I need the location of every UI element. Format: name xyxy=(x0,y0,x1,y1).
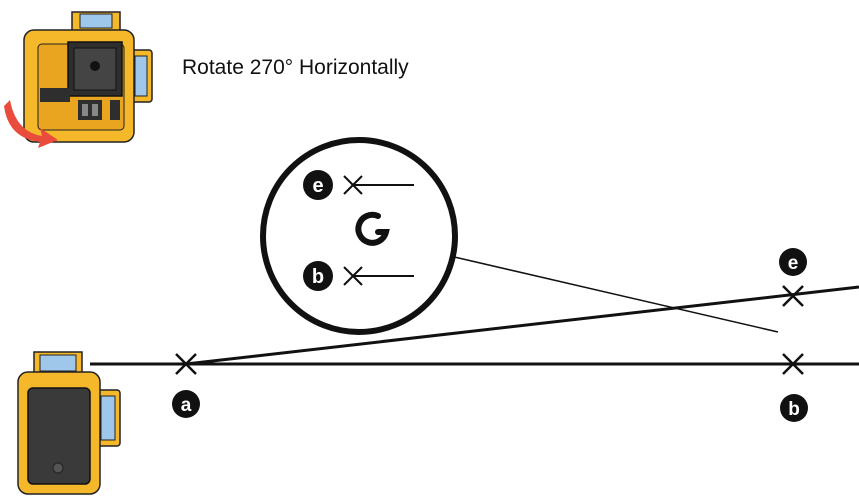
badge-e xyxy=(779,248,807,276)
laser-level-top-icon xyxy=(23,11,153,143)
mark-a-cross xyxy=(175,353,197,375)
svg-text:b: b xyxy=(312,266,324,288)
instruction-text: Rotate 270° Horizontally xyxy=(182,56,409,79)
zoom-pointer-line xyxy=(449,255,779,333)
badge-e-zoom xyxy=(303,170,333,200)
badge-a xyxy=(172,390,200,418)
svg-text:e: e xyxy=(788,253,799,274)
badge-b-zoom xyxy=(303,261,333,291)
badge-b xyxy=(780,394,808,422)
mark-e-cross xyxy=(782,285,804,307)
angled-laser-line xyxy=(185,285,859,366)
rotate-arrow-icon xyxy=(4,100,58,148)
clockwise-rotate-icon xyxy=(355,211,390,246)
svg-text:a: a xyxy=(181,395,192,416)
mark-b-cross xyxy=(782,353,804,375)
zoom-callout: e b xyxy=(260,137,458,335)
svg-text:b: b xyxy=(788,399,800,420)
laser-level-bottom-icon xyxy=(17,351,121,495)
svg-text:e: e xyxy=(312,175,323,197)
